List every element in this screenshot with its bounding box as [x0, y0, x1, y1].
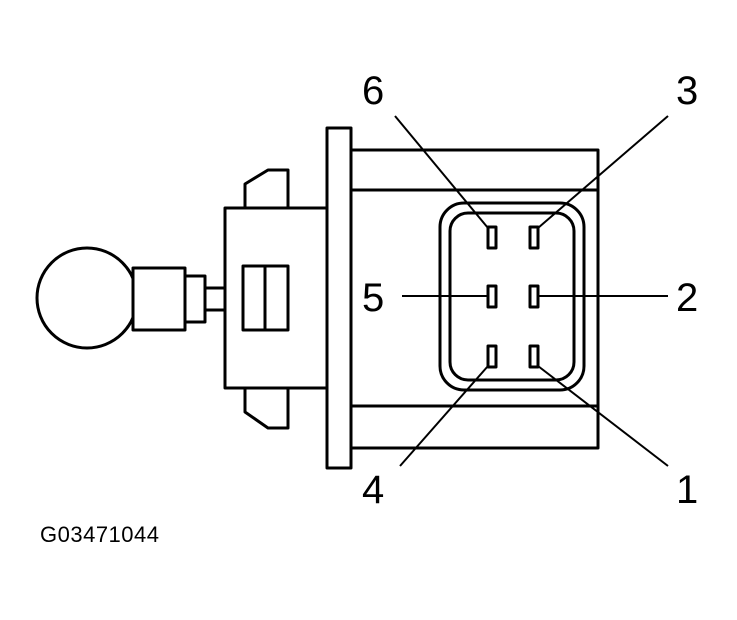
neck-tab: [203, 286, 227, 312]
pin-label-6: 6: [362, 69, 384, 113]
pin-label-5: 5: [362, 276, 384, 320]
latch-clip-top: [243, 168, 290, 210]
figure-id: G03471044: [40, 522, 160, 547]
leader-line-1: [537, 365, 669, 467]
pin-4-terminal: [486, 344, 498, 369]
pin-label-4: 4: [362, 468, 384, 512]
mounting-flange: [325, 126, 353, 470]
pin-3-terminal: [528, 225, 540, 250]
pin-5-terminal: [486, 284, 498, 309]
leader-line-4: [399, 365, 489, 467]
pin-label-2: 2: [676, 276, 698, 320]
leader-line-3: [537, 115, 669, 229]
neck-collar: [183, 274, 207, 324]
latch-clip-bottom: [243, 386, 290, 430]
bulb-knob: [35, 246, 139, 350]
pin-1-terminal: [528, 344, 540, 369]
knob-neck: [131, 266, 187, 332]
pin-label-1: 1: [676, 468, 698, 512]
pin-6-terminal: [486, 225, 498, 250]
pin-2-terminal: [528, 284, 540, 309]
pin-label-3: 3: [676, 69, 698, 113]
leader-line-6: [394, 115, 489, 229]
